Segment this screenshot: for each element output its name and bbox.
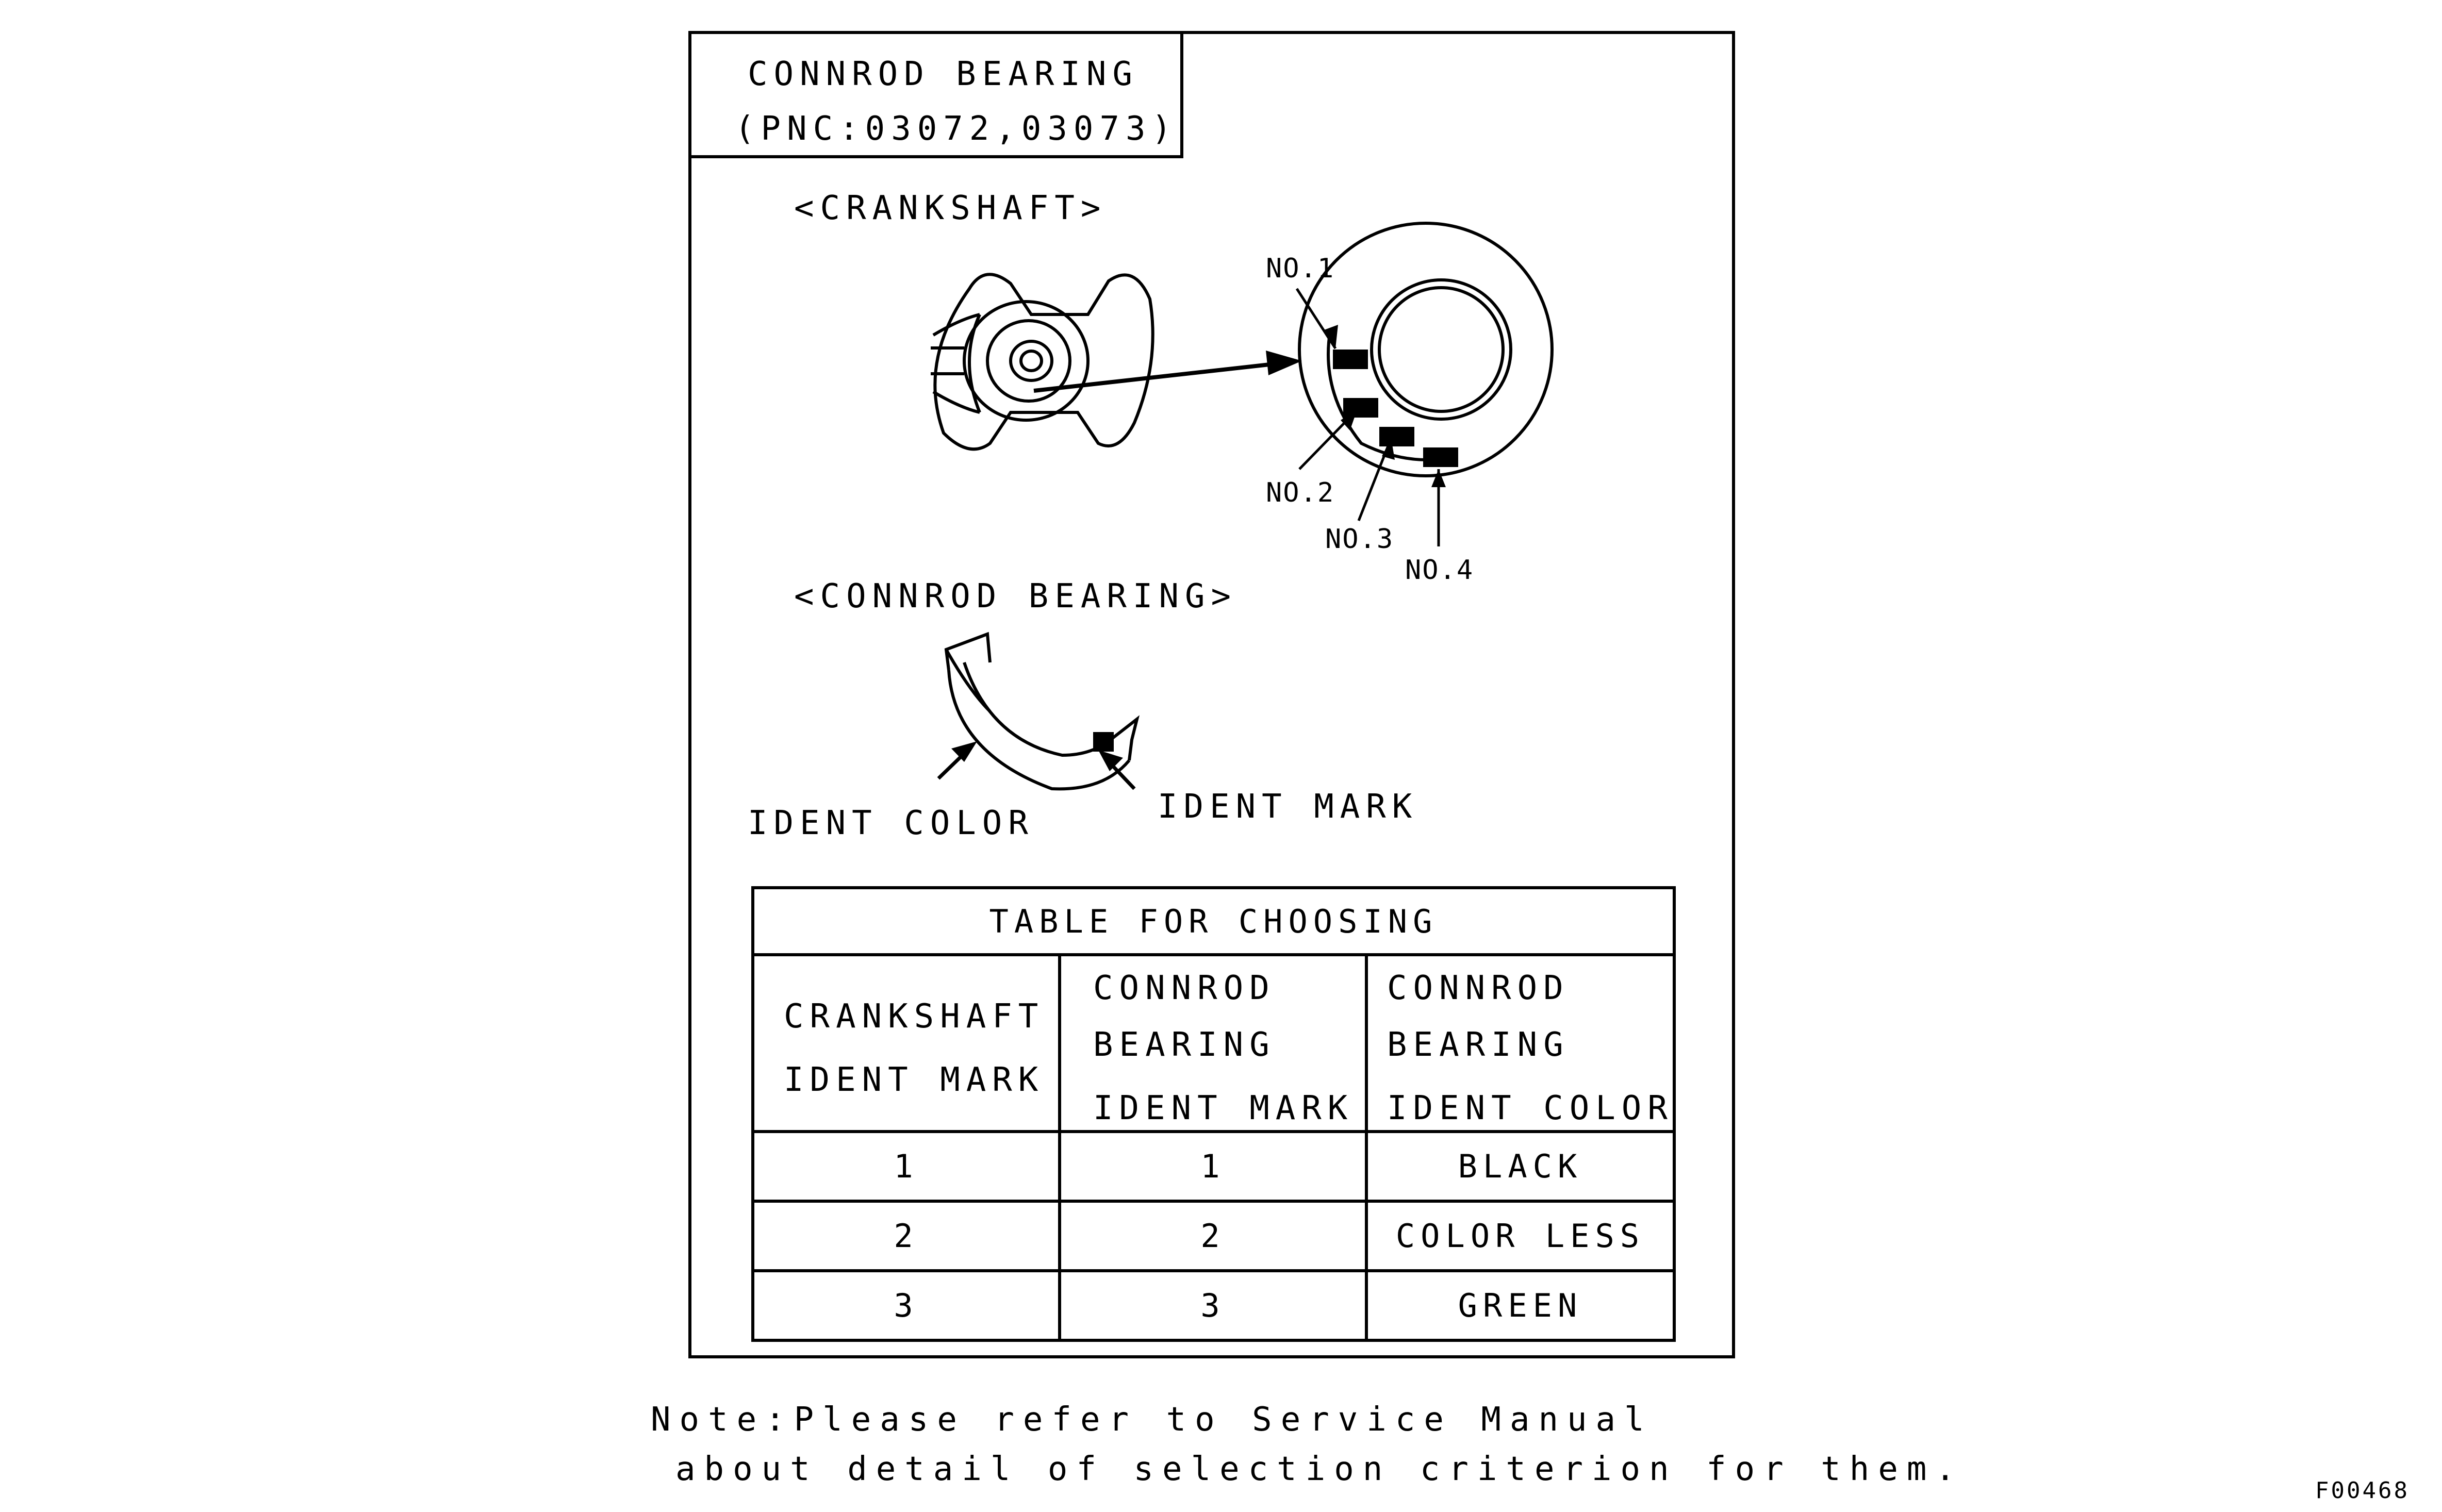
header-crankshaft-line1: CRANKSHAFT xyxy=(784,998,1045,1036)
bearing-arrows xyxy=(937,741,1136,790)
header-bearing-mark-line2: BEARING xyxy=(1093,1026,1276,1064)
header-bearing-mark-line1: CONNROD xyxy=(1093,969,1276,1007)
table-title: TABLE FOR CHOOSING xyxy=(989,903,1438,940)
mark-label-no1: NO.1 xyxy=(1266,253,1335,284)
table-row-3-crank-mark: 3 xyxy=(894,1287,919,1324)
bearing-ident-mark-block xyxy=(1093,732,1114,752)
table-row-1-crank-mark: 1 xyxy=(894,1148,919,1185)
crankshaft-heading: <CRANKSHAFT> xyxy=(794,189,1107,227)
bearing-heading: <CONNROD BEARING> xyxy=(794,577,1238,616)
header-bearing-color-line2: BEARING xyxy=(1387,1026,1570,1064)
crankshaft-arrow xyxy=(1033,351,1302,393)
note-line-1: Note:Please refer to Service Manual xyxy=(651,1401,1653,1439)
header-bearing-mark-line3: IDENT MARK xyxy=(1093,1089,1354,1127)
figure-frame xyxy=(688,31,1735,1358)
ident-mark-label: IDENT MARK xyxy=(1158,788,1418,826)
mark-label-no3: NO.3 xyxy=(1325,524,1394,555)
mark-label-no4: NO.4 xyxy=(1405,555,1474,586)
header-bearing-color-line3: IDENT COLOR xyxy=(1387,1089,1674,1127)
ident-color-label: IDENT COLOR xyxy=(748,804,1034,842)
mark-label-no2: NO.2 xyxy=(1266,477,1335,508)
table-row-2-bearing-color: COLOR LESS xyxy=(1395,1217,1645,1255)
figure-code: F00468 xyxy=(2315,1477,2410,1504)
crankshaft-mark-blocks xyxy=(1333,350,1458,467)
header-bearing-color-line1: CONNROD xyxy=(1387,969,1570,1007)
table-row-3-bearing-mark: 3 xyxy=(1200,1287,1226,1324)
table-row-1-bearing-mark: 1 xyxy=(1200,1148,1226,1185)
table-row-3-bearing-color: GREEN xyxy=(1458,1287,1583,1324)
title-line-2: (PNC:03072,03073) xyxy=(735,110,1178,148)
header-crankshaft-line2: IDENT MARK xyxy=(784,1061,1045,1099)
crankshaft-mark-arrowheads xyxy=(1324,325,1446,487)
table-row-2-bearing-mark: 2 xyxy=(1200,1217,1226,1255)
table-row-1-bearing-color: BLACK xyxy=(1458,1148,1583,1185)
choosing-table-grid xyxy=(751,886,1676,1342)
crankshaft-mark-view xyxy=(1298,222,1554,477)
title-line-1: CONNROD BEARING xyxy=(748,55,1138,93)
title-box xyxy=(688,31,1183,158)
crankshaft-end-view xyxy=(931,273,1154,451)
table-row-2-crank-mark: 2 xyxy=(894,1217,919,1255)
note-line-2: about detail of selection criterion for … xyxy=(675,1450,1964,1488)
